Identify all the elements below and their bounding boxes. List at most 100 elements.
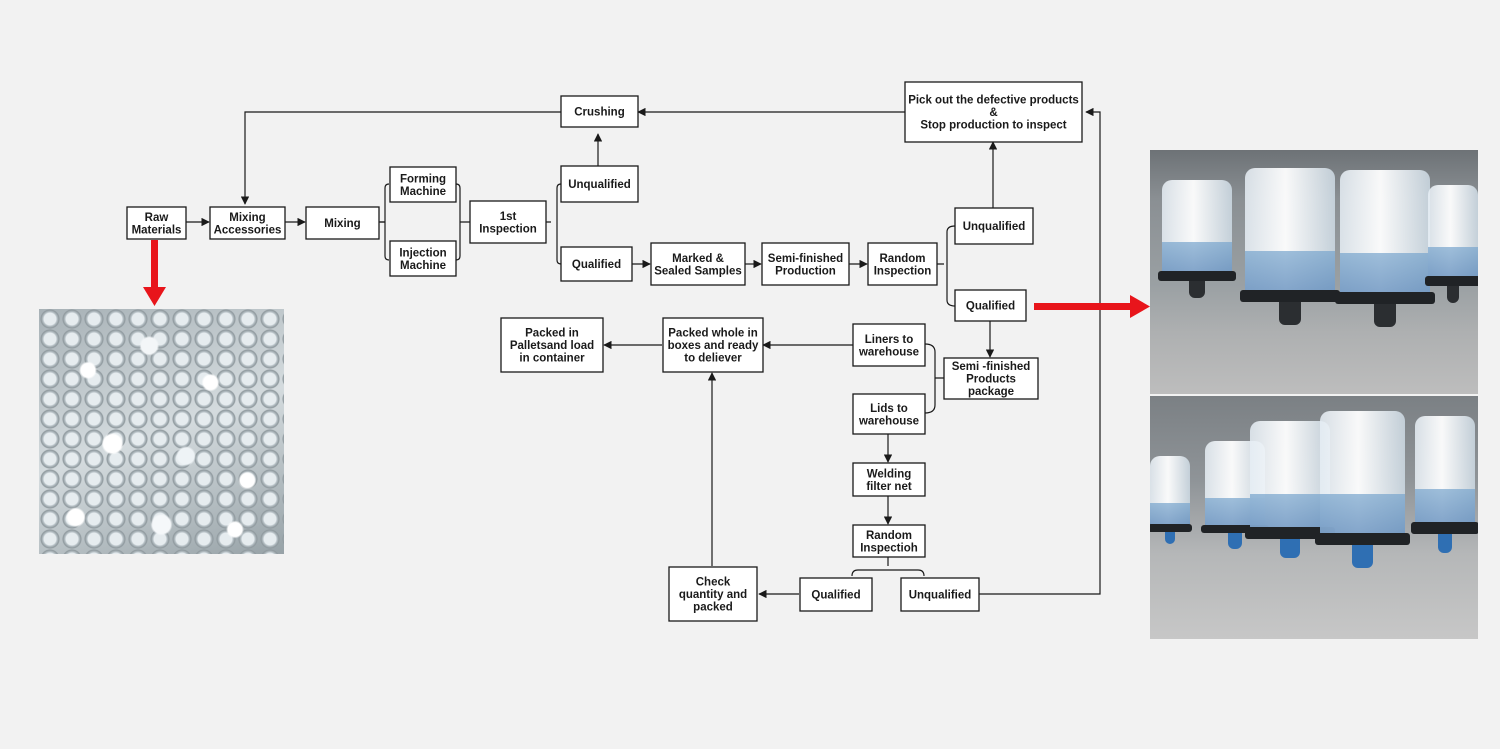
node-label-line: Mixing [324,218,360,230]
node-label-line: in container [519,353,585,365]
node-label-line: Production [775,265,836,277]
node-label-line: Machine [400,186,446,198]
feeder-cup [1334,170,1436,330]
node-label-line: Injection [399,247,446,259]
node-pick-out-defective: Pick out the defective products&Stop pro… [904,81,1083,143]
node-label-line: to deliever [684,353,742,365]
node-mixing: Mixing [305,206,380,240]
node-label-line: warehouse [858,415,919,427]
node-label-line: Pick out the defective products [908,95,1079,107]
node-label-line: Random [866,530,912,542]
node-label-line: Stop production to inspect [920,120,1066,132]
feeder-cup [1150,456,1193,546]
node-label-line: Semi-finished [768,253,843,265]
node-label-line: packed [693,602,733,614]
node-label-line: Unqualified [568,179,631,191]
conn-random2-brace [851,557,925,577]
node-label-line: Products [966,374,1016,386]
node-box [560,95,639,128]
node-label-line: Crushing [574,107,624,119]
node-label-line: package [968,386,1014,398]
node-box [560,165,639,203]
node-label-line: Inspection [874,265,932,277]
highlight-arrows [143,240,1150,318]
process-nodes: RawMaterialsMixingAccessoriesMixingFormi… [126,81,1083,622]
node-unqualified-3: Unqualified [900,577,980,612]
node-box [954,207,1034,245]
node-qualified-3: Qualified [799,577,873,612]
feeder-cup [1411,416,1478,556]
red-arrowhead-down [143,287,166,306]
node-box [943,357,1039,400]
node-box [668,566,758,622]
node-label-line: Unqualified [909,590,972,602]
node-box [852,393,926,435]
node-box [900,577,980,612]
node-label-line: Check [696,577,731,589]
node-label-line: Unqualified [963,221,1026,233]
connectors [186,107,1101,599]
conn-random-brace [937,225,956,307]
conn-crushing-to-accessories [240,111,561,205]
node-label-line: Palletsand load [510,340,594,352]
conn-warehouse-brace [924,343,944,414]
node-label-line: warehouse [858,346,919,358]
red-arrow-shaft-down [151,240,158,290]
node-box [389,166,457,203]
node-label-line: Inspectioh [860,542,918,554]
node-label-line: Random [880,253,926,265]
node-label-line: & [989,107,997,119]
node-label-line: Liners to [865,334,914,346]
node-label-line: Sealed Samples [654,265,742,277]
node-unqualified-1: Unqualified [560,165,639,203]
node-crushing: Crushing [560,95,639,128]
node-box [650,242,746,286]
node-label-line: filter net [866,481,912,493]
node-box [954,289,1027,322]
conn-machines-brace [455,183,470,261]
node-qualified-2: Qualified [954,289,1027,322]
node-label-line: Qualified [811,590,860,602]
node-box [867,242,938,286]
feeder-cup [1245,421,1335,561]
node-label-line: Raw [145,212,169,224]
node-label-line: Mixing [229,212,265,224]
conn-unqualified-to-pickout-loop [979,107,1101,595]
node-box [500,317,604,373]
conn-inspection-brace [546,183,562,265]
node-unqualified-2: Unqualified [954,207,1034,245]
node-label-line: Marked & [672,253,724,265]
node-label-line: boxes and ready [668,340,759,352]
feeder-cup [1239,168,1341,328]
node-box [662,317,764,373]
node-label-line: Accessories [214,224,282,236]
node-label-line: Machine [400,260,446,272]
node-label-line: quantity and [679,589,747,601]
node-label-line: Packed whole in [668,328,757,340]
feeder-cup [1157,180,1237,300]
node-box [209,206,286,240]
node-label-line: Materials [132,224,182,236]
node-box [904,81,1083,143]
node-box [560,246,633,282]
node-box [761,242,850,286]
node-box [852,462,926,497]
red-arrowhead-right [1130,295,1150,318]
node-label-line: Qualified [966,301,1015,313]
feeder-cup [1425,185,1478,305]
node-box [305,206,380,240]
